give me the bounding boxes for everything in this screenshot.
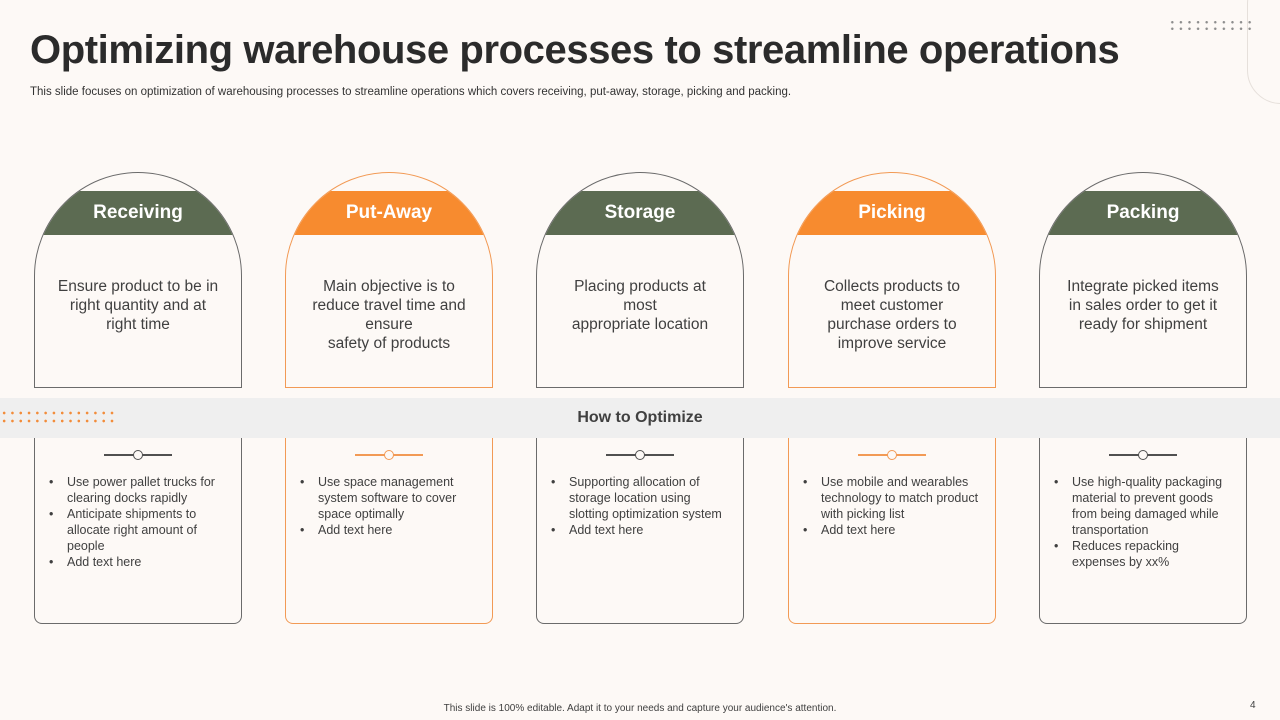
list-item: Add text here	[551, 522, 731, 538]
stage-bullets: Use power pallet trucks for clearing doc…	[49, 474, 229, 570]
stage-title: Packing	[1040, 191, 1246, 235]
stage-put-away: Put-Away Main objective is to reduce tra…	[285, 172, 493, 624]
stage-description: Placing products at most appropriate loc…	[571, 278, 709, 333]
page-number: 4	[1250, 700, 1256, 711]
how-to-optimize-label: How to Optimize	[577, 409, 703, 426]
stage-description: Ensure product to be in right quantity a…	[57, 278, 219, 333]
band-dots-decoration	[0, 409, 116, 425]
connector-icon	[355, 450, 423, 460]
list-item: Use high-quality packaging material to p…	[1054, 474, 1234, 538]
list-item: Use space management system software to …	[300, 474, 480, 522]
connector-icon	[858, 450, 926, 460]
stage-title: Receiving	[35, 191, 241, 235]
stage-packing: Packing Integrate picked items in sales …	[1039, 172, 1247, 624]
stage-bullets: Use space management system software to …	[300, 474, 480, 538]
slide-subtitle: This slide focuses on optimization of wa…	[30, 86, 792, 98]
corner-decoration	[1247, 0, 1280, 104]
list-item: Add text here	[300, 522, 480, 538]
how-to-optimize-band: How to Optimize	[0, 398, 1280, 438]
stage-detail-box: Use space management system software to …	[285, 438, 493, 624]
stage-detail-box: Use power pallet trucks for clearing doc…	[34, 438, 242, 624]
stage-arch: Packing Integrate picked items in sales …	[1039, 172, 1247, 388]
stage-detail-box: Use high-quality packaging material to p…	[1039, 438, 1247, 624]
connector-icon	[606, 450, 674, 460]
stage-description: Collects products to meet customer purch…	[823, 278, 961, 352]
list-item: Use mobile and wearables technology to m…	[803, 474, 983, 522]
stage-picking: Picking Collects products to meet custom…	[788, 172, 996, 624]
list-item: Use power pallet trucks for clearing doc…	[49, 474, 229, 506]
list-item: Add text here	[803, 522, 983, 538]
stage-bullets: Use high-quality packaging material to p…	[1054, 474, 1234, 570]
stage-title: Picking	[789, 191, 995, 235]
footer-note: This slide is 100% editable. Adapt it to…	[443, 703, 837, 714]
stage-receiving: Receiving Ensure product to be in right …	[34, 172, 242, 624]
stage-bullets: Use mobile and wearables technology to m…	[803, 474, 983, 538]
dots-decoration	[1168, 19, 1254, 32]
list-item: Add text here	[49, 554, 229, 570]
stage-description: Main objective is to reduce travel time …	[312, 278, 466, 352]
stage-arch: Put-Away Main objective is to reduce tra…	[285, 172, 493, 388]
stage-title: Put-Away	[286, 191, 492, 235]
stage-arch: Picking Collects products to meet custom…	[788, 172, 996, 388]
connector-icon	[1109, 450, 1177, 460]
list-item: Anticipate shipments to allocate right a…	[49, 506, 229, 554]
list-item: Reduces repacking expenses by xx%	[1054, 538, 1234, 570]
stage-bullets: Supporting allocation of storage locatio…	[551, 474, 731, 538]
stage-description: Integrate picked items in sales order to…	[1067, 278, 1219, 333]
stage-detail-box: Supporting allocation of storage locatio…	[536, 438, 744, 624]
stage-arch: Receiving Ensure product to be in right …	[34, 172, 242, 388]
stage-detail-box: Use mobile and wearables technology to m…	[788, 438, 996, 624]
stage-storage: Storage Placing products at most appropr…	[536, 172, 744, 624]
stage-title: Storage	[537, 191, 743, 235]
connector-icon	[104, 450, 172, 460]
slide-title: Optimizing warehouse processes to stream…	[30, 28, 1120, 72]
list-item: Supporting allocation of storage locatio…	[551, 474, 731, 522]
stage-arch: Storage Placing products at most appropr…	[536, 172, 744, 388]
